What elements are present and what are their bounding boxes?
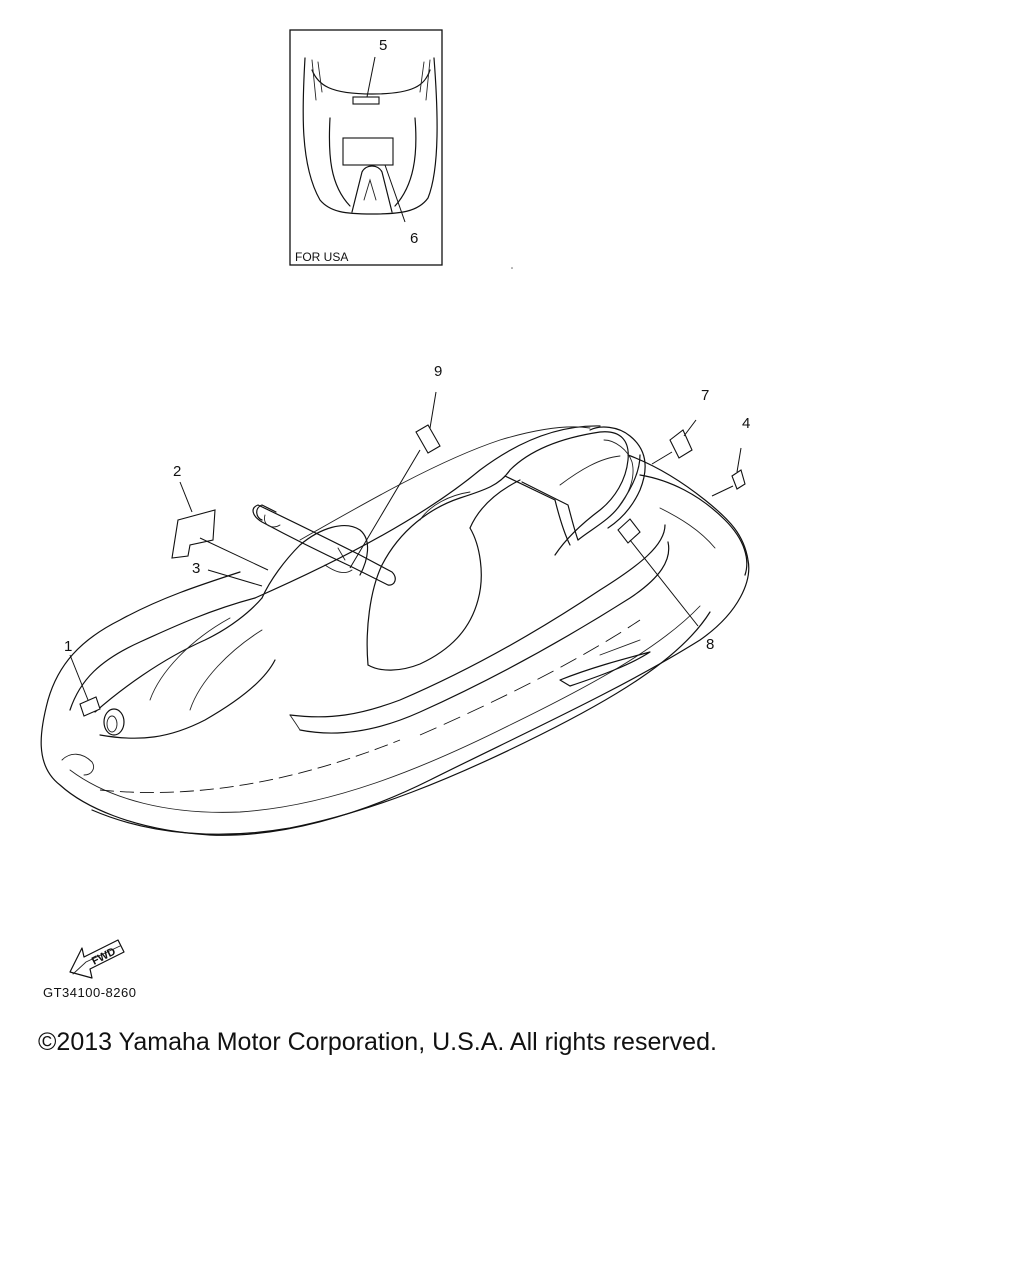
decals [79,424,746,717]
seat-step-2 [521,481,579,546]
seat-front [367,527,482,671]
speck [511,267,513,269]
callout-3: 3 [192,560,200,577]
bow-cleat [103,708,125,736]
decal-7 [669,429,693,459]
inset-handle-right [419,59,431,101]
fwd-arrow-icon: FWD [69,939,125,979]
copyright-notice: ©2013 Yamaha Motor Corporation, U.S.A. A… [38,1028,717,1056]
hood-ridge-left [149,617,231,701]
hidden-line-1 [99,739,401,793]
footwell-inner [299,541,670,734]
watercraft-drawing [40,425,750,836]
decal-9 [415,424,441,454]
callouts: 1 2 3 9 7 4 8 [64,363,750,701]
grab-handle [589,426,646,529]
inset-for-usa: 5 6 FOR USA [289,29,443,266]
hull-lower [91,611,711,835]
handlebar [252,504,396,586]
callout-1: 1 [64,638,72,655]
inset-label: FOR USA [295,250,348,264]
decal-2 [171,509,216,559]
inset-pump-nozzle [351,165,393,213]
part-code: GT34100-8260 [43,985,137,1000]
callout-9: 9 [434,363,442,380]
leader-2b [199,537,269,571]
sponson [559,651,651,687]
seat-outline [366,431,629,666]
gunwale-top [254,425,601,599]
bow-hood [94,597,263,713]
inset-nozzle-inner [363,178,377,201]
leader-7 [683,419,697,437]
footwell-floor [289,714,301,731]
decal-8 [617,518,641,544]
leader-8 [629,539,699,627]
leader-2 [179,481,193,513]
rear-deck-side [659,507,716,549]
bow-nose-line [61,753,95,776]
bow-cleat-inner [106,715,118,733]
callout-7: 7 [701,387,709,404]
callout-6: 6 [410,230,418,247]
leader-3 [207,569,263,587]
leader-7b [651,451,673,465]
decal-5-inset [352,96,380,105]
inset-inner-hull [328,117,417,207]
steering-neck [261,525,369,599]
inset-hull-outline [302,57,438,215]
decal-1 [79,696,101,717]
leader-4 [736,447,742,473]
leader-9 [429,391,437,429]
seat-trim [419,455,621,521]
decal-4 [731,469,746,490]
hood-ridge-right [189,629,263,711]
bow-rail [47,571,241,701]
hidden-line-2 [419,619,641,736]
hull-outer [40,454,750,836]
rear-deck [639,474,748,576]
deck-edge-front [69,597,256,711]
hull-chine [69,605,701,813]
leader-9b [349,449,421,569]
leader-4b [711,485,734,497]
callout-4: 4 [742,415,750,432]
decal-6-inset [342,137,394,166]
grab-handle-inner [603,439,634,509]
hood-top [99,659,276,739]
callout-8: 8 [706,636,714,653]
sponson-2 [599,639,641,656]
handlebar-grip-left [256,504,277,521]
inset-deck-curve [311,69,431,95]
footwell-outer [289,524,666,718]
seat-step-1 [469,475,556,529]
handlebar-clamp [324,547,353,573]
gunwale-top-2 [299,426,591,541]
handlebar-left-end [264,514,281,528]
inset-handle-left [311,59,323,101]
leader-6 [384,164,406,223]
leader-5 [366,56,376,98]
callout-5: 5 [379,37,387,54]
fwd-label: FWD [90,946,118,968]
callout-2: 2 [173,463,181,480]
leader-1 [69,654,89,701]
